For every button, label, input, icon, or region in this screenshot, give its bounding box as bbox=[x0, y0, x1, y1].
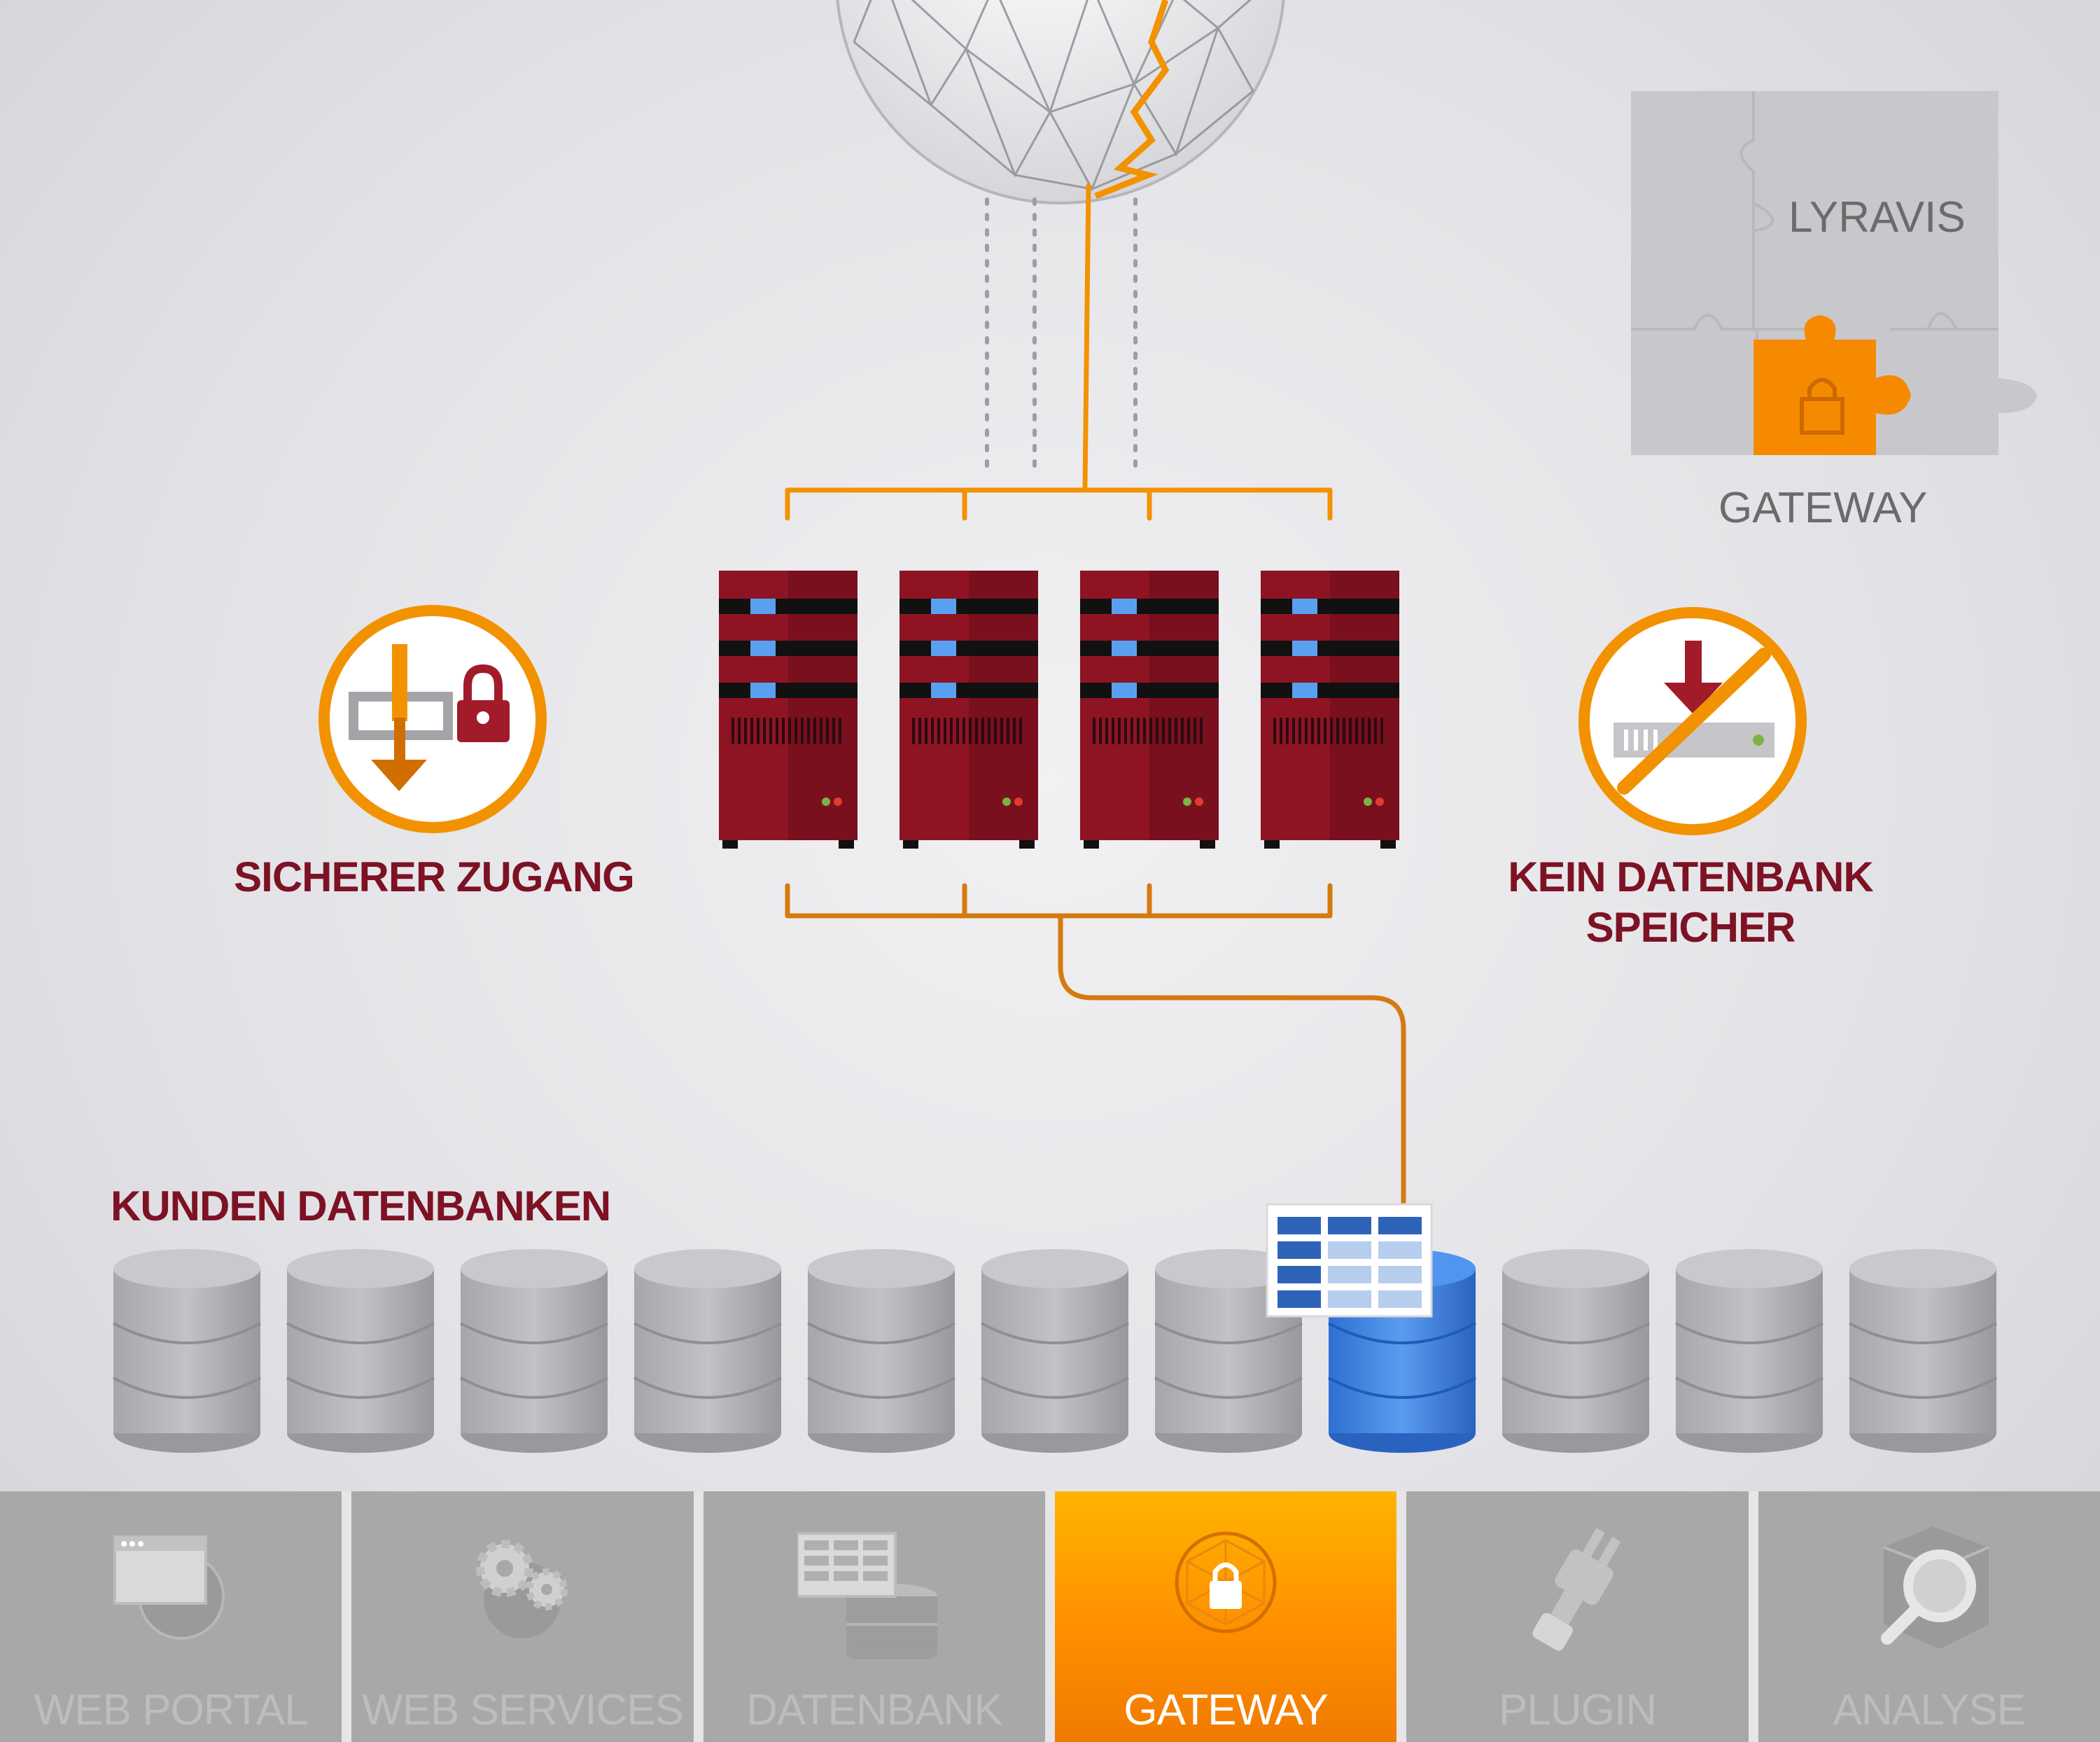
tab-label-datenbank: DATENBANK bbox=[746, 1686, 1002, 1734]
tab-gateway[interactable]: GATEWAY bbox=[1054, 1491, 1397, 1742]
tab-label-plugin: PLUGIN bbox=[1499, 1686, 1657, 1734]
customer-database bbox=[286, 1249, 435, 1453]
product-tab-bar: WEB PORTAL WEB SERVICES DATENBANK bbox=[0, 1491, 2100, 1742]
server-unit bbox=[899, 571, 1038, 849]
customer-database bbox=[113, 1249, 261, 1453]
tab-label-analyse: ANALYSE bbox=[1833, 1686, 2026, 1734]
plugin-icon bbox=[1532, 1528, 1621, 1651]
server-group bbox=[719, 571, 1399, 849]
tab-plugin[interactable]: PLUGIN bbox=[1406, 1491, 1749, 1742]
server-unit bbox=[1080, 571, 1219, 849]
tab-datenbank[interactable]: DATENBANK bbox=[703, 1491, 1045, 1742]
no-db-storage-label-line2: SPEICHER bbox=[1586, 904, 1796, 951]
globe-icon bbox=[836, 0, 1285, 204]
tab-analyse[interactable]: ANALYSE bbox=[1758, 1491, 2100, 1742]
customer-database bbox=[634, 1249, 782, 1453]
customer-database bbox=[1849, 1249, 1997, 1453]
customer-database bbox=[1502, 1249, 1650, 1453]
tab-label-web-portal: WEB PORTAL bbox=[34, 1686, 309, 1734]
datenbank-icon bbox=[797, 1532, 937, 1659]
no-db-storage-label-line1: KEIN DATENBANK bbox=[1508, 853, 1874, 900]
customer-database bbox=[981, 1249, 1129, 1453]
brand-subtitle: GATEWAY bbox=[1718, 484, 1928, 532]
analyse-icon bbox=[1880, 1526, 1989, 1649]
gateway-icon bbox=[1175, 1531, 1277, 1633]
secure-access-label: SICHERER ZUGANG bbox=[234, 853, 635, 900]
data-table-icon bbox=[1266, 1203, 1433, 1318]
server-unit bbox=[1261, 571, 1399, 849]
customer-databases-label: KUNDEN DATENBANKEN bbox=[111, 1183, 611, 1229]
tab-label-web-services: WEB SERVICES bbox=[362, 1686, 684, 1734]
brand-puzzle-icon bbox=[1631, 91, 2037, 455]
customer-database bbox=[807, 1249, 955, 1453]
customer-database-row bbox=[113, 1249, 1997, 1453]
server-unit bbox=[719, 571, 858, 849]
brand-name: LYRAVIS bbox=[1788, 193, 1966, 242]
tab-label-gateway: GATEWAY bbox=[1124, 1686, 1329, 1734]
secure-access-icon bbox=[318, 605, 547, 833]
customer-database bbox=[1675, 1249, 1823, 1453]
customer-database bbox=[460, 1249, 608, 1453]
no-database-storage-icon bbox=[1578, 607, 1807, 835]
web-services-icon bbox=[476, 1540, 568, 1638]
web-portal-icon bbox=[113, 1535, 225, 1640]
tab-web-services[interactable]: WEB SERVICES bbox=[351, 1491, 694, 1742]
tab-web-portal[interactable]: WEB PORTAL bbox=[0, 1491, 342, 1742]
